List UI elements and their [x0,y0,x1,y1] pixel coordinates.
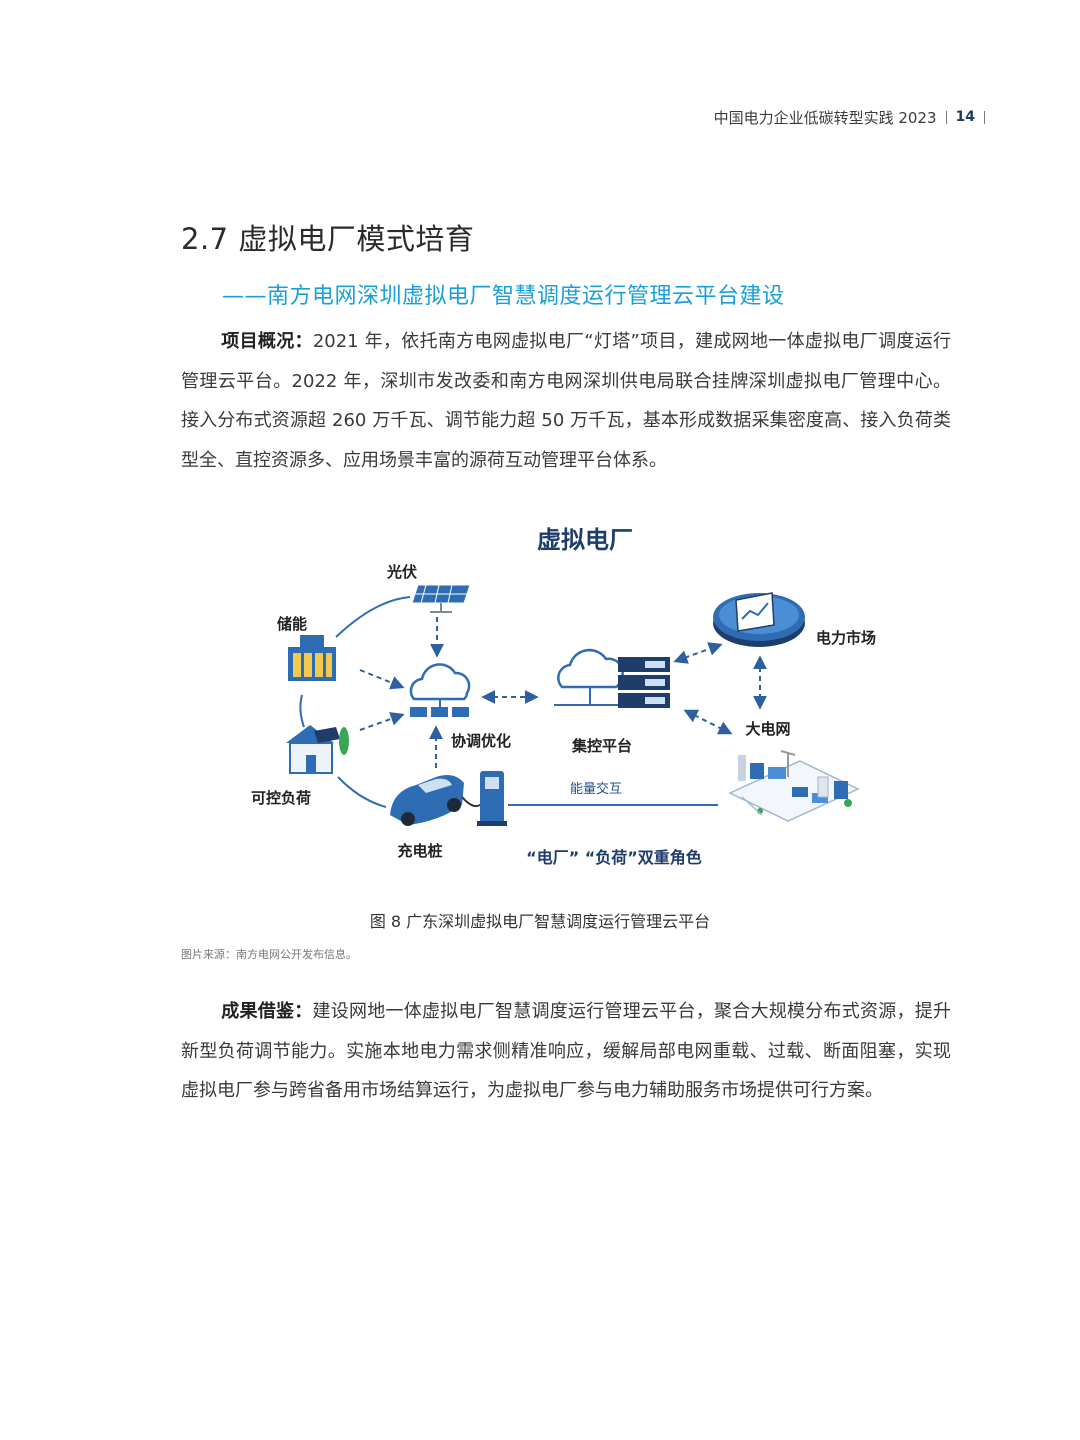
arrow-storage-coord [359,669,405,690]
results-paragraph: 成果借鉴：建设网地一体虚拟电厂智慧调度运行管理云平台，聚合大规模分布式资源，提升… [181,992,951,1111]
label-grid: 大电网 [745,720,790,738]
arrow-platform-market [673,642,723,664]
label-coord: 协调优化 [451,732,511,750]
overview-text: 2021 年，依托南方电网虚拟电厂“灯塔”项目，建成网地一体虚拟电厂调度运行管理… [181,331,952,471]
figure-source: 图片来源：南方电网公开发布信息。 [181,948,357,961]
label-pv: 光伏 [386,563,417,581]
page-number: 14 [955,109,975,125]
arrow-load-coord [359,712,405,731]
arrow-platform-grid [683,709,733,735]
section-subtitle: ——南方电网深圳虚拟电厂智慧调度运行管理云平台建设 [222,284,785,309]
house-icon [286,725,349,774]
label-storage: 储能 [277,615,307,633]
diagram-title: 虚拟电厂 [537,526,633,554]
section-heading: 2.7 虚拟电厂模式培育 [181,222,475,256]
cloud-coordination-icon [409,663,471,717]
charging-station-icon [477,771,507,826]
header-divider [945,110,947,124]
power-grid-icon [728,750,860,822]
label-charger: 充电桩 [397,842,442,860]
electric-car-icon [390,775,464,826]
label-roles: “电厂” “负荷”双重角色 [526,848,702,867]
running-header: 中国电力企业低碳转型实践 2023 14 [714,106,994,128]
overview-paragraph: 项目概况：2021 年，依托南方电网虚拟电厂“灯塔”项目，建成网地一体虚拟电厂调… [181,322,951,480]
results-lead: 成果借鉴： [221,1001,313,1022]
curve-load-charger [337,776,387,808]
battery-storage-icon [288,635,336,681]
header-title: 中国电力企业低碳转型实践 2023 [713,108,937,127]
label-exchange: 能量交互 [570,781,622,797]
figure-caption: 图 8 广东深圳虚拟电厂智慧调度运行管理云平台 [369,912,711,931]
label-market: 电力市场 [816,629,876,647]
curve-storage-pv [335,596,411,638]
label-platform: 集控平台 [571,737,632,755]
header-divider [984,110,985,124]
vpp-diagram: 虚拟电厂 光伏 储能 可控负荷 [251,526,876,867]
market-disc-icon [713,592,805,647]
platform-cloud-server-icon [554,648,670,708]
results-text: 建设网地一体虚拟电厂智慧调度运行管理云平台，聚合大规模分布式资源，提升新型负荷调… [181,1001,951,1101]
solar-panel-icon [411,584,471,613]
curve-storage-load [299,694,305,728]
label-load: 可控负荷 [251,789,311,807]
overview-lead: 项目概况： [221,331,313,352]
